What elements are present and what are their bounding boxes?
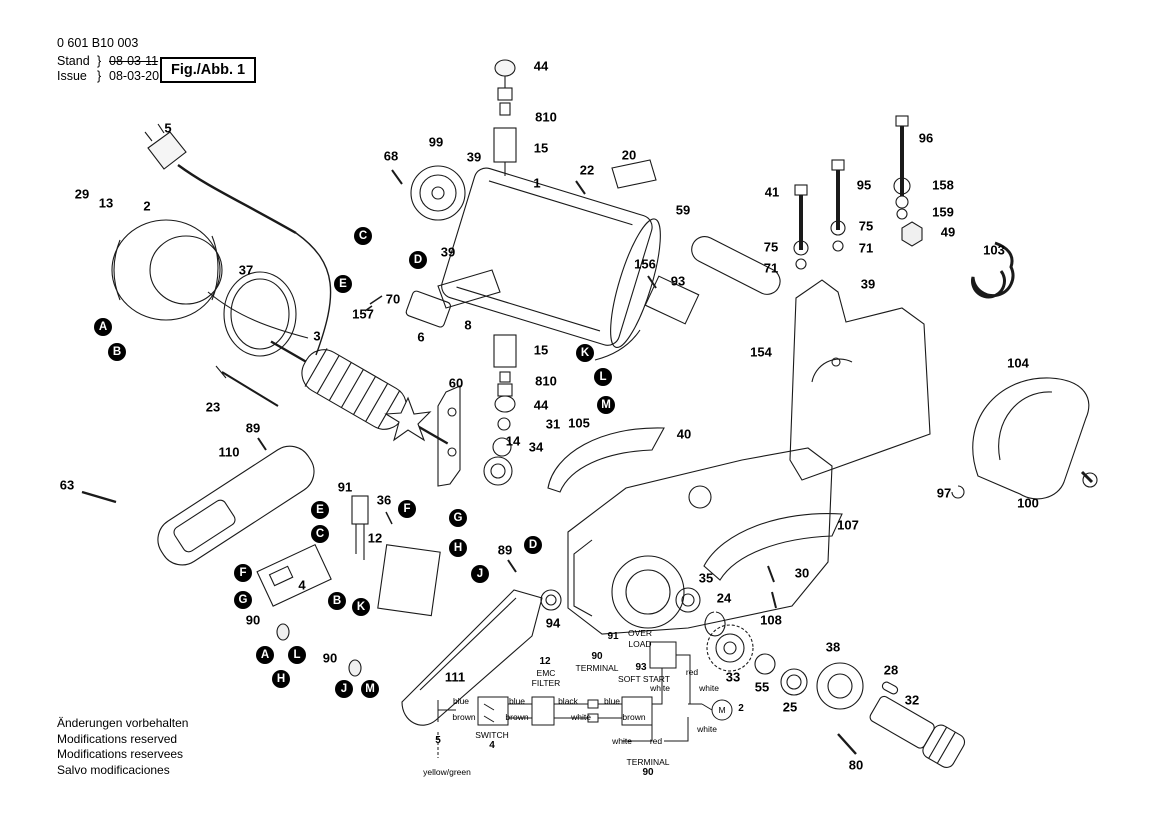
footer-line-de: Änderungen vorbehalten	[57, 716, 189, 730]
figure-label: Fig./Abb. 1	[160, 57, 257, 83]
issue-label: Issue	[57, 68, 87, 83]
document-number: 0 601 B10 003	[57, 36, 139, 50]
stand-label: Stand	[57, 54, 90, 69]
brace-glyph: }	[97, 68, 102, 83]
footer-line-en: Modifications reserved	[57, 731, 178, 746]
document-header: 0 601 B10 003 Stand } 08-03-11 Issue } 0…	[57, 36, 159, 83]
footer-notice: Änderungen vorbehalten Modifications res…	[57, 716, 188, 778]
issue-date: 08-03-20	[109, 68, 160, 83]
stand-date: 08-03-11	[109, 54, 159, 69]
brace-glyph: }	[97, 54, 102, 69]
footer-line-es: Salvo modificaciones	[57, 762, 170, 777]
footer-line-fr: Modifications reservees	[57, 747, 184, 762]
